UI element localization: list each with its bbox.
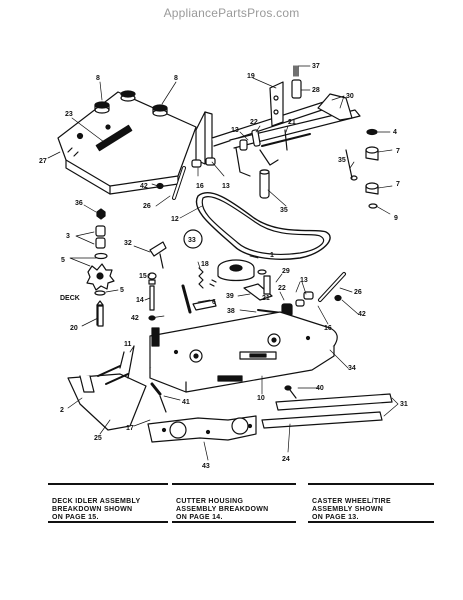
callout-13b: 13 bbox=[222, 183, 230, 190]
callout-14: 14 bbox=[136, 297, 144, 304]
callout-15: 15 bbox=[139, 273, 147, 280]
callout-29: 29 bbox=[282, 268, 290, 275]
note-caster-wheel-text: CASTER WHEEL/TIRE ASSEMBLY SHOWN ON PAGE… bbox=[312, 498, 391, 521]
callout-16b: 16 bbox=[324, 325, 332, 332]
note-cutter-housing: CUTTER HOUSING ASSEMBLY BREAKDOWN ON PAG… bbox=[172, 483, 296, 523]
note-cutter-housing-text: CUTTER HOUSING ASSEMBLY BREAKDOWN ON PAG… bbox=[176, 498, 269, 521]
callout-41: 41 bbox=[182, 399, 190, 406]
drive-belt bbox=[195, 191, 331, 260]
callout-23: 23 bbox=[65, 111, 73, 118]
deck-cover-plate bbox=[57, 91, 197, 195]
callout-22b: 22 bbox=[278, 285, 286, 292]
callout-7b: 7 bbox=[396, 181, 400, 188]
callout-42a: 42 bbox=[140, 183, 148, 190]
callout-21b: 21 bbox=[262, 295, 270, 302]
callout-25: 25 bbox=[94, 435, 102, 442]
callout-24: 24 bbox=[282, 456, 290, 463]
watermark: AppliancePartsPros.com bbox=[163, 6, 300, 20]
callout-16a: 16 bbox=[196, 183, 204, 190]
callout-34: 34 bbox=[348, 365, 356, 372]
blades bbox=[261, 385, 393, 429]
callout-32: 32 bbox=[124, 240, 132, 247]
callout-3: 3 bbox=[66, 233, 70, 240]
idler-assembly bbox=[183, 229, 273, 301]
callout-8b: 8 bbox=[174, 75, 178, 82]
callout-6: 6 bbox=[212, 299, 216, 306]
callout-42c: 42 bbox=[358, 311, 366, 318]
cutter-housing bbox=[149, 311, 338, 393]
idler-arm-bolts bbox=[147, 241, 217, 321]
knob-top bbox=[120, 90, 136, 102]
callout-39: 39 bbox=[226, 293, 234, 300]
callout-21a: 21 bbox=[288, 119, 296, 126]
callout-37: 37 bbox=[312, 63, 320, 70]
callout-33: 33 bbox=[188, 237, 196, 244]
callout-13c: 13 bbox=[300, 277, 308, 284]
callout-7a: 7 bbox=[396, 148, 400, 155]
callout-deck: DECK bbox=[60, 295, 80, 302]
callout-26b: 26 bbox=[354, 289, 362, 296]
upper-pins bbox=[239, 129, 311, 151]
callout-42b: 42 bbox=[131, 315, 139, 322]
callout-2: 2 bbox=[60, 407, 64, 414]
callout-10: 10 bbox=[257, 395, 265, 402]
bracket-and-bushing bbox=[269, 65, 302, 127]
callout-36: 36 bbox=[75, 200, 83, 207]
callout-9: 9 bbox=[394, 215, 398, 222]
note-deck-idler: DECK IDLER ASSEMBLY BREAKDOWN SHOWN ON P… bbox=[48, 483, 168, 523]
callout-35b: 35 bbox=[280, 207, 288, 214]
callout-20: 20 bbox=[70, 325, 78, 332]
callout-1: 1 bbox=[270, 252, 274, 259]
callout-11: 11 bbox=[124, 341, 132, 348]
callout-31: 31 bbox=[400, 401, 408, 408]
callout-26a: 26 bbox=[143, 203, 151, 210]
callout-4: 4 bbox=[393, 129, 397, 136]
callout-labels: 8 8 23 27 19 37 28 30 22 21 13 4 7 35 7 … bbox=[39, 63, 408, 470]
note-caster-wheel: CASTER WHEEL/TIRE ASSEMBLY SHOWN ON PAGE… bbox=[308, 483, 434, 523]
callout-28: 28 bbox=[312, 87, 320, 94]
callout-35a: 35 bbox=[338, 157, 346, 164]
callout-30: 30 bbox=[346, 93, 354, 100]
bolt-20 bbox=[97, 305, 104, 327]
callout-19: 19 bbox=[247, 73, 255, 80]
callout-40: 40 bbox=[316, 385, 324, 392]
callout-5a: 5 bbox=[61, 257, 65, 264]
callout-12: 12 bbox=[171, 216, 179, 223]
callout-43: 43 bbox=[202, 463, 210, 470]
callout-22a: 22 bbox=[250, 119, 258, 126]
callout-17: 17 bbox=[126, 425, 134, 432]
leader-lines bbox=[47, 65, 399, 461]
callout-13a: 13 bbox=[231, 127, 239, 134]
callout-38: 38 bbox=[227, 308, 235, 315]
callout-8a: 8 bbox=[96, 75, 100, 82]
left-arm-rod bbox=[156, 157, 216, 200]
callout-18: 18 bbox=[201, 261, 209, 268]
right-caster-hardware bbox=[259, 128, 379, 209]
knob-right bbox=[152, 104, 168, 117]
spacer-plate bbox=[147, 415, 257, 443]
knob-left bbox=[94, 101, 110, 114]
discharge-chute bbox=[67, 345, 167, 431]
callout-5b: 5 bbox=[120, 287, 124, 294]
callout-27: 27 bbox=[39, 158, 47, 165]
note-deck-idler-text: DECK IDLER ASSEMBLY BREAKDOWN SHOWN ON P… bbox=[52, 498, 141, 521]
